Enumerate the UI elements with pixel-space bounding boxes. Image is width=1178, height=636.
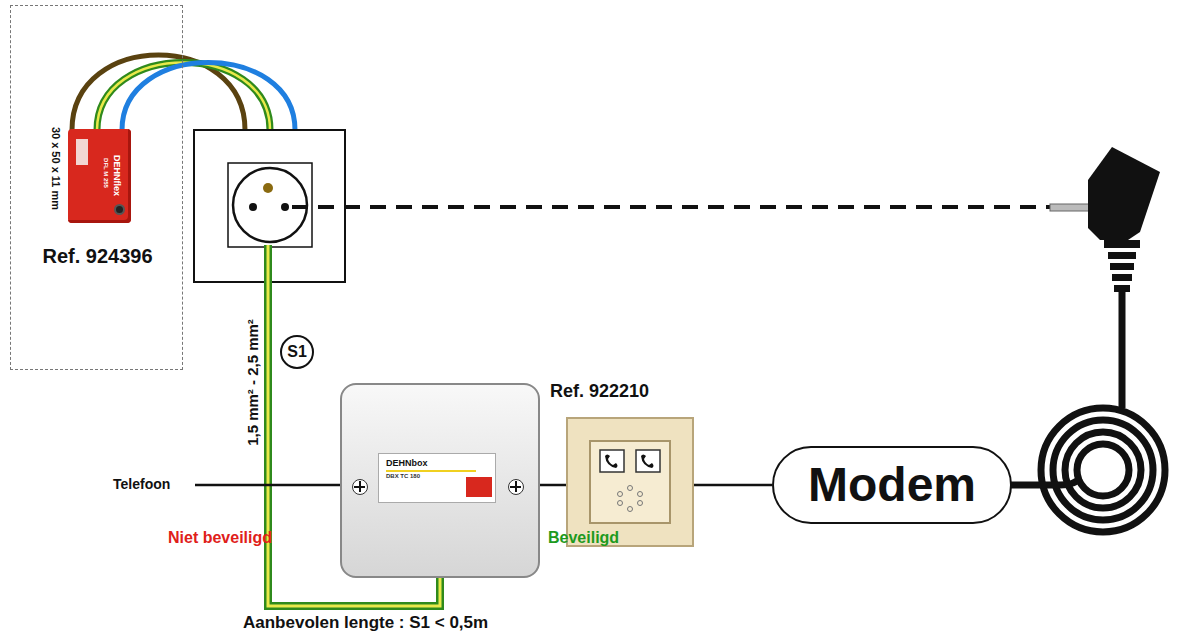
node-text: Ref. 924396 bbox=[11, 246, 184, 266]
node-text: DEHNflex bbox=[112, 154, 121, 195]
dimension: 30 x 50 x 11 mm bbox=[51, 126, 62, 209]
phone-jack-plate bbox=[590, 441, 670, 523]
callout-circle: S1 bbox=[280, 335, 314, 369]
node-text: Modem bbox=[774, 448, 1010, 522]
phone-line bbox=[538, 484, 568, 487]
screw bbox=[352, 479, 368, 495]
wire-section: 1,5 mm² - 2,5 mm² bbox=[245, 319, 260, 446]
phone-port bbox=[636, 450, 660, 472]
blue-wire bbox=[122, 63, 295, 131]
node-text: S1 bbox=[282, 337, 312, 367]
screw bbox=[508, 479, 524, 495]
device-sticker bbox=[76, 139, 88, 165]
node-text: DEHNbox bbox=[386, 459, 428, 468]
line-name: Telefoon bbox=[113, 477, 170, 491]
cord bbox=[1010, 478, 1080, 485]
phone-line bbox=[692, 484, 772, 487]
note: Aanbevolen lengte : S1 < 0,5m bbox=[243, 614, 488, 631]
dashed-region: Ref. 924396 DEHNflexDFL M 255 bbox=[10, 5, 183, 370]
part-reference: Ref. 922210 bbox=[550, 382, 649, 400]
phone-icon bbox=[605, 455, 618, 469]
plug-strain-relief bbox=[1104, 240, 1140, 292]
plug-link bbox=[292, 205, 1052, 209]
label-stripe bbox=[386, 470, 476, 472]
phone-icon bbox=[641, 455, 654, 469]
cord-coil bbox=[1041, 408, 1165, 532]
node-text: DFL M 255 bbox=[103, 158, 109, 188]
jack-contacts bbox=[618, 486, 643, 512]
surge-protector: DEHNflexDFL M 255 bbox=[68, 129, 131, 223]
device-screw bbox=[114, 204, 125, 215]
phone-port bbox=[600, 450, 624, 472]
screw-slot bbox=[354, 486, 365, 488]
zone-label: Beveiligd bbox=[548, 530, 619, 546]
brand-tag bbox=[466, 477, 492, 497]
node-text: DBX TC 180 bbox=[386, 473, 420, 479]
modem-box: Modem bbox=[772, 446, 1012, 524]
earth-pin bbox=[263, 183, 273, 193]
socket-hole bbox=[281, 203, 289, 211]
phone-line bbox=[195, 484, 342, 487]
plug-head bbox=[1088, 147, 1160, 240]
cord bbox=[1119, 290, 1126, 408]
screw-slot bbox=[510, 486, 521, 488]
socket-hole bbox=[249, 203, 257, 211]
protection-box: DEHNboxDBX TC 180 bbox=[340, 383, 540, 578]
zone-label: Niet beveiligd bbox=[168, 530, 272, 546]
phone-jack bbox=[567, 418, 693, 546]
plug-pin bbox=[1050, 204, 1090, 211]
